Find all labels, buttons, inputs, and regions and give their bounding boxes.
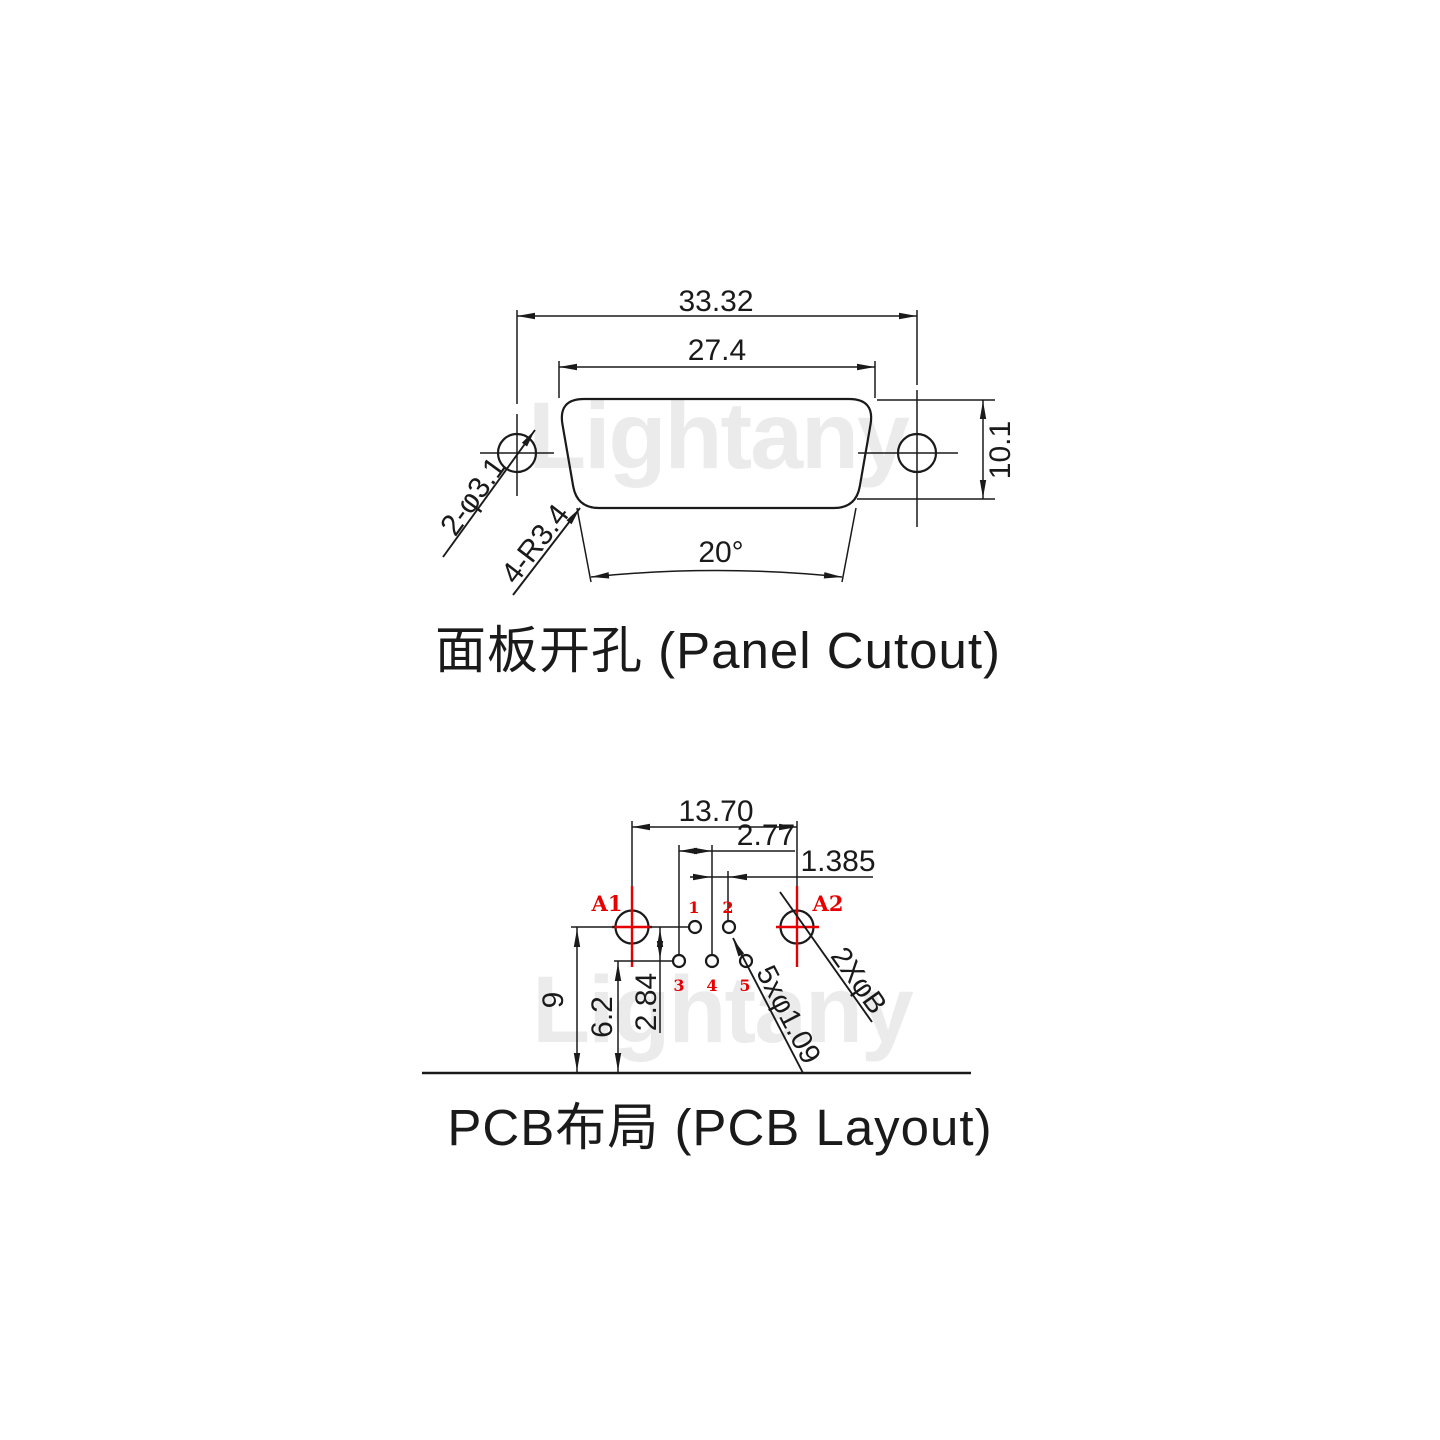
pad-a1-label: A1	[591, 891, 623, 916]
corner-radius-callout-text: 4-R3.4	[495, 498, 576, 589]
angle-arc	[590, 569, 843, 578]
dimension-arrow	[517, 312, 535, 320]
dimension-arrow	[979, 401, 987, 419]
pin-1-hole	[687, 919, 703, 935]
side-angle-text: 20°	[698, 536, 743, 569]
pin-2-hole	[721, 919, 737, 935]
pin-3-hole	[671, 953, 687, 969]
dimension-arrow	[694, 847, 712, 855]
mount-hole-leader-line	[442, 429, 536, 558]
dimension-arrow	[559, 363, 577, 371]
mount-holes-leader-line	[779, 891, 873, 1023]
dimension-arrow	[823, 572, 842, 579]
dimension-arrow	[632, 823, 650, 831]
pad-a2-label: A2	[812, 891, 844, 916]
dimension-arrow	[693, 873, 711, 881]
watermark-top: Lightany	[528, 383, 910, 489]
angle-extension-line	[576, 507, 592, 583]
dimension-arrow	[573, 1053, 581, 1071]
pin-4-hole	[704, 953, 720, 969]
dimension-arrow	[729, 873, 747, 881]
dimension-arrow	[779, 823, 797, 831]
cutout-width-dim-text: 27.4	[688, 334, 746, 367]
dimension-arrow	[614, 963, 622, 981]
dimension-arrow	[857, 363, 875, 371]
mount-span-dim-text: 13.70	[678, 795, 753, 828]
leader-arrow	[566, 508, 580, 525]
dimension-arrow	[573, 929, 581, 947]
row-gap-dim-text: 2.84	[630, 973, 663, 1031]
overall-width-dim-text: 33.32	[678, 285, 753, 318]
pin-3-label: 3	[673, 976, 684, 995]
pin-4-label: 4	[706, 976, 717, 995]
pin-pitch-dim-text: 2.77	[737, 819, 795, 852]
dimension-arrow	[979, 480, 987, 498]
pin-row-height-dim-text: 6.2	[586, 996, 619, 1038]
row-offset-dim-text: 1.385	[800, 845, 875, 878]
pin-5-hole	[738, 953, 754, 969]
leader-arrow	[733, 939, 745, 957]
pcb-layout-title: PCB布局 (PCB Layout)	[447, 1099, 992, 1156]
dimension-arrow	[591, 572, 610, 579]
angle-extension-line	[841, 507, 857, 583]
dimension-arrow	[899, 312, 917, 320]
pin-2-label: 2	[722, 898, 733, 917]
mount-height-dim-text: 9	[537, 992, 570, 1009]
dimension-arrow	[614, 1053, 622, 1071]
leader-arrow	[521, 430, 535, 447]
watermark-bottom: Lightany	[532, 957, 914, 1063]
height-dim-text: 10.1	[984, 421, 1017, 479]
pin-5-label: 5	[739, 976, 750, 995]
dimension-arrow	[656, 941, 664, 959]
dimension-arrow	[679, 847, 697, 855]
signal-holes-leader-line	[732, 937, 804, 1074]
d-sub-cutout-shape	[560, 397, 873, 510]
corner-radius-leader-line	[512, 507, 581, 596]
pin-1-label: 1	[688, 898, 699, 917]
panel-cutout-title: 面板开孔 (Panel Cutout)	[435, 622, 1001, 679]
mount-hole-callout-text: 2-φ3.1	[434, 451, 512, 542]
